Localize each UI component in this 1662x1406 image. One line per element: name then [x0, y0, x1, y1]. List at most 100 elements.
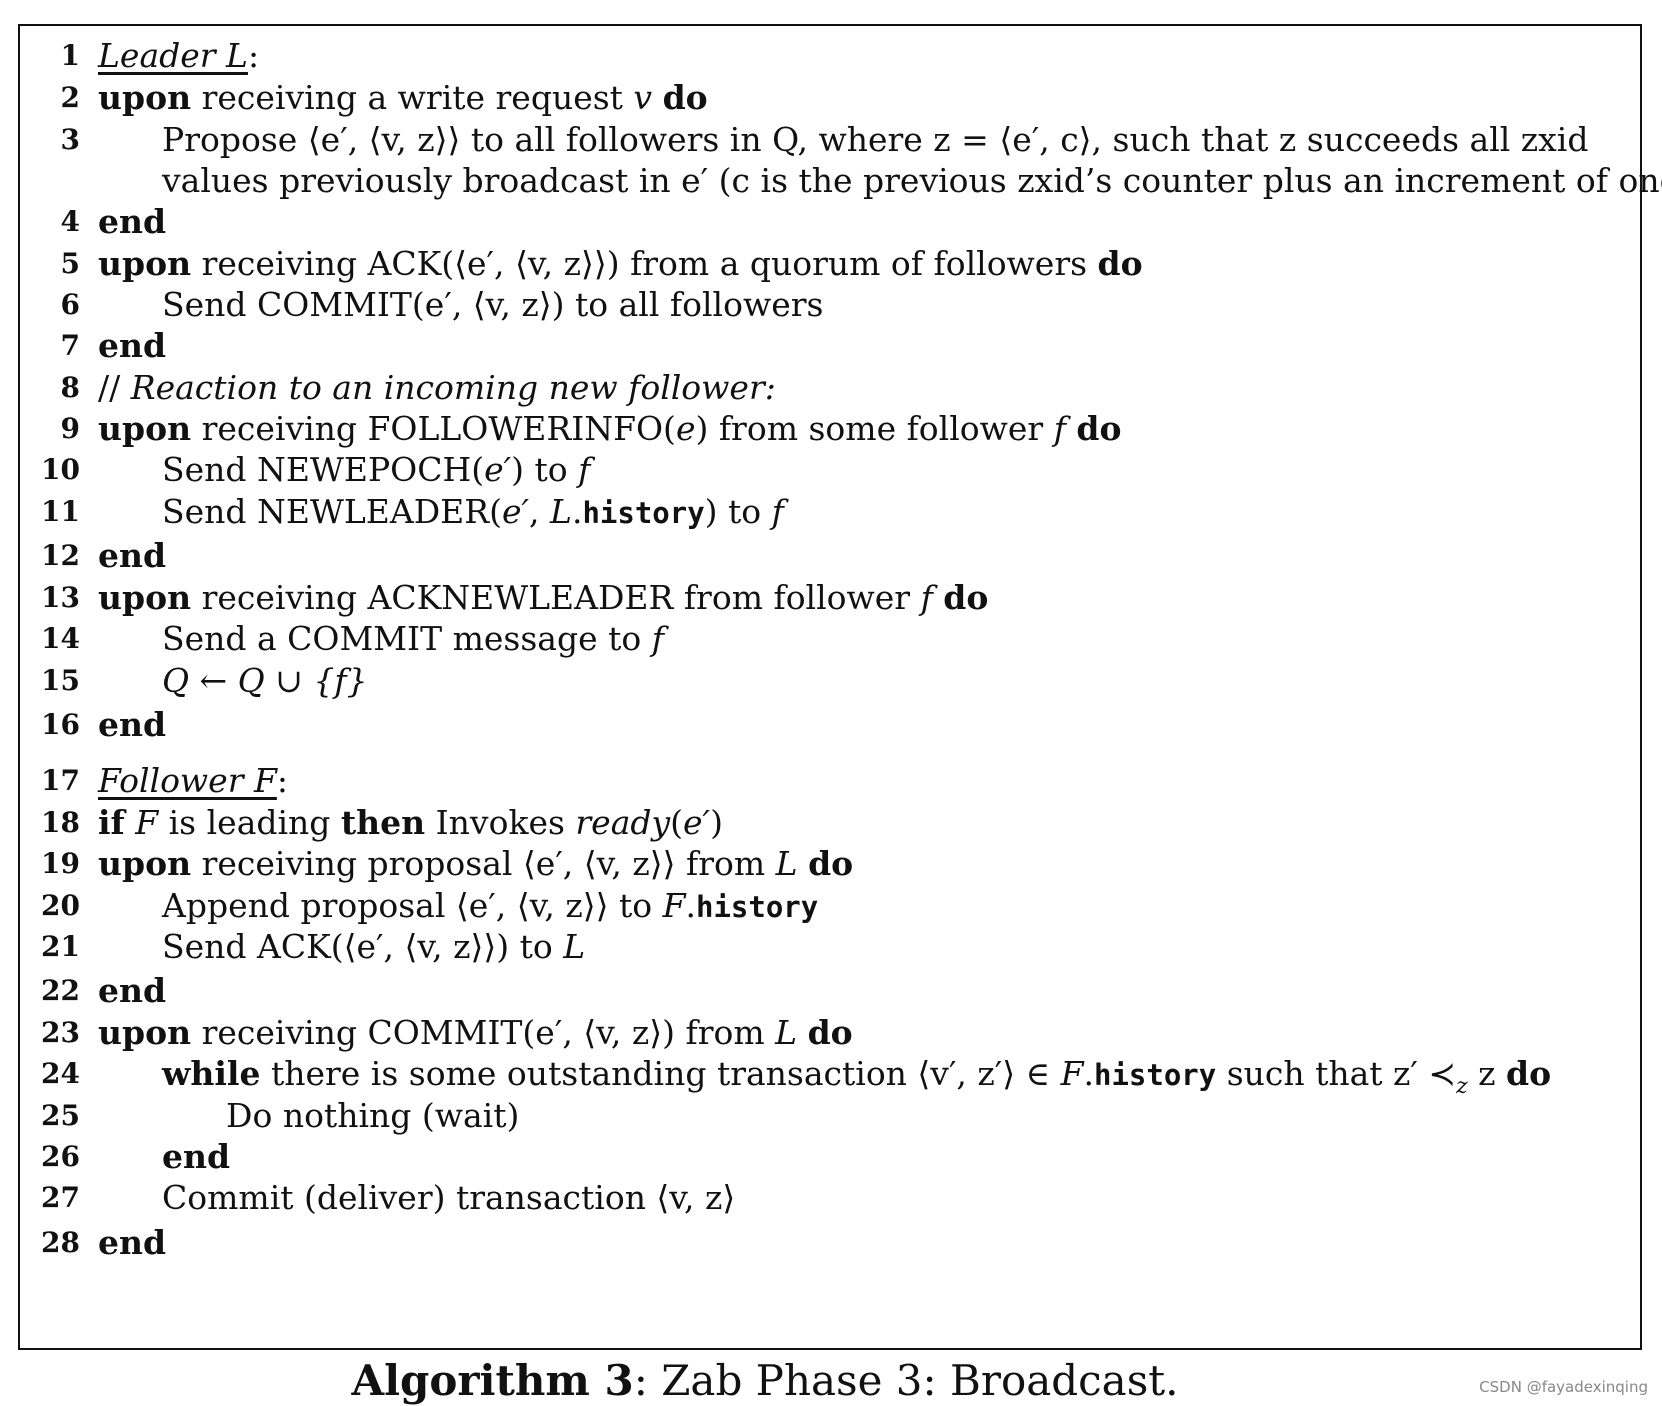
line-code: end — [162, 1135, 230, 1179]
keyword: do — [808, 844, 854, 883]
code-text: L — [775, 1013, 798, 1052]
line-number: 18 — [41, 806, 80, 839]
keyword: do — [943, 578, 989, 617]
code-text: . — [1083, 1054, 1094, 1093]
code-text: is leading — [158, 803, 341, 842]
code-text: e′ — [484, 450, 512, 489]
line-number: 1 — [60, 39, 80, 72]
code-text: Reaction to an incoming new follower: — [130, 368, 776, 407]
code-text: f — [578, 450, 591, 489]
code-text: Send ACK(⟨e′, ⟨v, z⟩⟩) to — [162, 927, 564, 966]
code-text — [798, 844, 809, 883]
code-text: Send a COMMIT message to — [162, 619, 652, 658]
code-text: receiving COMMIT(e′, ⟨v, z⟩) from — [191, 1013, 776, 1052]
keyword: end — [98, 1223, 167, 1262]
line-number: 21 — [41, 930, 80, 963]
code-text: z — [1456, 1074, 1468, 1099]
caption-text: : Zab Phase 3: Broadcast. — [633, 1356, 1179, 1405]
line-code: Send NEWLEADER(e′, L.history) to f — [162, 490, 784, 535]
keyword: upon — [98, 244, 192, 283]
line-number: 13 — [41, 581, 80, 614]
keyword: end — [162, 1137, 231, 1176]
keyword: upon — [98, 578, 192, 617]
code-text: history — [696, 890, 819, 924]
code-text: Invokes — [425, 803, 576, 842]
code-text: history — [582, 496, 705, 530]
code-text: L — [563, 927, 586, 966]
line-number: 16 — [41, 708, 80, 741]
code-text: ready — [575, 803, 671, 842]
code-text — [125, 803, 136, 842]
line-code: end — [98, 200, 166, 244]
code-text: f — [920, 578, 933, 617]
code-text: e — [675, 409, 696, 448]
code-text: v — [633, 78, 653, 117]
code-text: Append proposal ⟨e′, ⟨v, z⟩⟩ to — [162, 886, 663, 925]
line-number: 9 — [60, 412, 80, 445]
code-text — [1066, 409, 1077, 448]
code-text: Send NEWEPOCH( — [162, 450, 485, 489]
code-text: Send COMMIT(e′, ⟨v, z⟩) to all followers — [162, 285, 824, 324]
code-text: . — [685, 886, 697, 925]
code-text: receiving a write request — [191, 78, 634, 117]
line-code: Send a COMMIT message to f — [162, 617, 664, 661]
code-text: // — [98, 368, 131, 407]
line-code: Propose ⟨e′, ⟨v, z⟩⟩ to all followers in… — [162, 118, 1588, 162]
watermark: CSDN @fayadexinqing — [1479, 1378, 1648, 1396]
keyword: end — [98, 202, 167, 241]
code-text: : — [247, 36, 260, 75]
code-text: Do nothing (wait) — [226, 1096, 520, 1135]
code-text: Follower F — [98, 761, 277, 800]
code-text: receiving FOLLOWERINFO( — [191, 409, 676, 448]
keyword: end — [98, 326, 167, 365]
code-text: z — [1467, 1054, 1507, 1093]
line-code: upon receiving proposal ⟨e′, ⟨v, z⟩⟩ fro… — [98, 842, 853, 886]
line-number: 10 — [41, 453, 80, 486]
line-number: 27 — [41, 1181, 80, 1214]
code-text: F — [135, 803, 159, 842]
line-number: 20 — [41, 889, 80, 922]
line-code: upon receiving FOLLOWERINFO(e) from some… — [98, 407, 1122, 451]
code-text: Q ← Q ∪ {f} — [162, 661, 368, 700]
code-text: ( — [670, 803, 684, 842]
line-number: 24 — [41, 1057, 80, 1090]
code-text: Leader L — [98, 36, 248, 75]
line-code: upon receiving a write request v do — [98, 76, 708, 120]
code-text: receiving ACK(⟨e′, ⟨v, z⟩⟩) from a quoru… — [191, 244, 1098, 283]
line-number: 6 — [60, 288, 80, 321]
code-text — [797, 1013, 808, 1052]
line-number: 15 — [41, 664, 80, 697]
code-text: receiving ACKNEWLEADER from follower — [191, 578, 921, 617]
keyword: upon — [98, 844, 192, 883]
line-code: Send ACK(⟨e′, ⟨v, z⟩⟩) to L — [162, 925, 585, 969]
code-text: ) to — [511, 450, 579, 489]
code-text: f — [1053, 409, 1066, 448]
line-code: Do nothing (wait) — [226, 1094, 519, 1138]
caption-label: Algorithm 3 — [351, 1356, 634, 1405]
line-number: 17 — [41, 764, 80, 797]
code-text: e′ — [683, 803, 711, 842]
keyword: while — [162, 1054, 261, 1093]
code-text: receiving proposal ⟨e′, ⟨v, z⟩⟩ from — [191, 844, 776, 883]
code-text: , — [529, 492, 551, 531]
line-number: 14 — [41, 622, 80, 655]
code-text: : — [276, 761, 288, 800]
line-code: upon receiving ACKNEWLEADER from followe… — [98, 576, 988, 620]
line-number: 26 — [41, 1140, 80, 1173]
line-number: 5 — [60, 247, 80, 280]
keyword: end — [98, 971, 167, 1010]
line-code: end — [98, 534, 166, 578]
keyword: end — [98, 705, 167, 744]
line-number: 4 — [60, 205, 80, 238]
line-code: // Reaction to an incoming new follower: — [98, 366, 776, 410]
code-text: Commit (deliver) transaction ⟨v, z⟩ — [162, 1178, 736, 1217]
line-code: upon receiving ACK(⟨e′, ⟨v, z⟩⟩) from a … — [98, 242, 1143, 286]
line-code: end — [98, 703, 166, 747]
line-number: 22 — [41, 974, 80, 1007]
keyword: do — [1097, 244, 1143, 283]
line-code: end — [98, 1221, 166, 1265]
code-text: L — [775, 844, 798, 883]
code-text: Send NEWLEADER( — [162, 492, 502, 531]
line-code: Append proposal ⟨e′, ⟨v, z⟩⟩ to F.histor… — [162, 884, 818, 929]
